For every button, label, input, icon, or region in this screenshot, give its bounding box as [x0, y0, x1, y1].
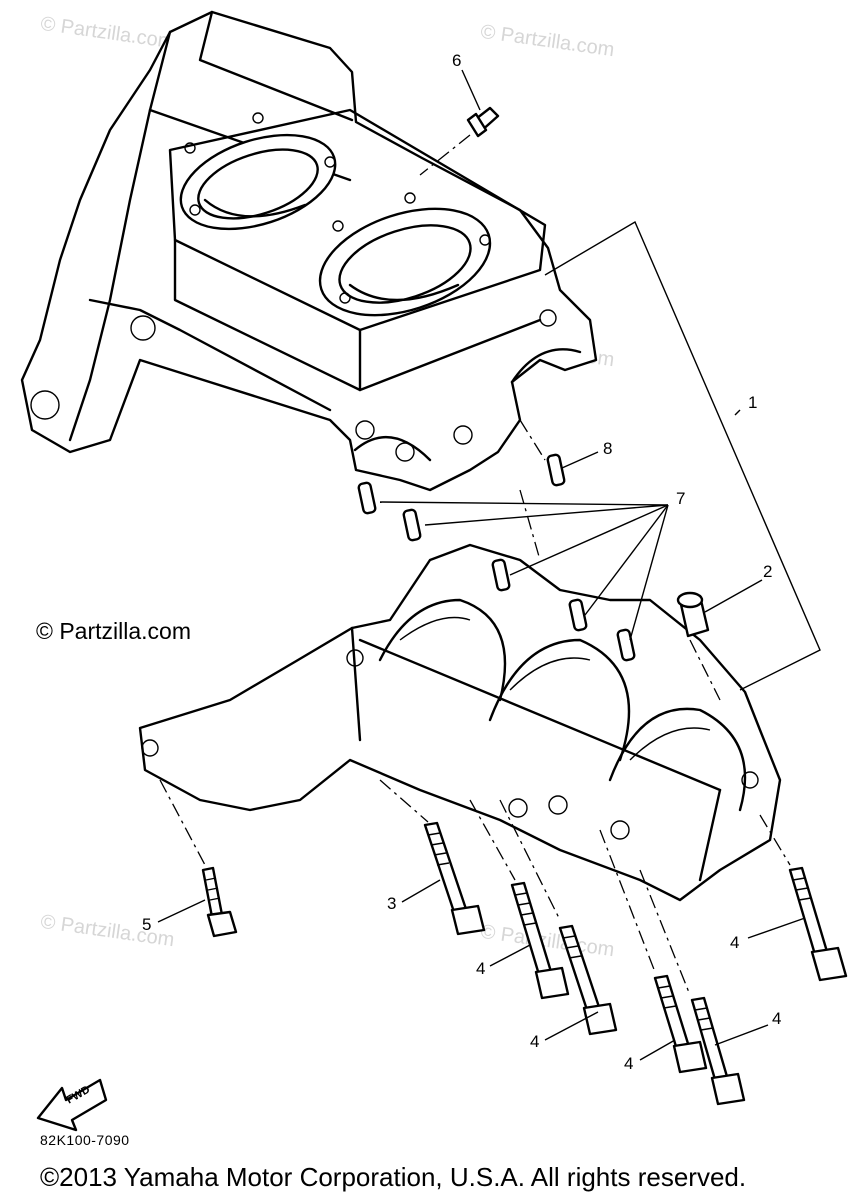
leader-lines: [157, 69, 821, 1061]
callout-7: 7: [676, 489, 686, 508]
callout-4: 4: [730, 933, 740, 952]
plug-cap: [676, 591, 710, 638]
partzilla-credit: © Partzilla.com: [36, 618, 191, 644]
upper-crankcase: [20, 10, 598, 492]
callout-5: 5: [142, 915, 152, 934]
alignment-lines: [159, 134, 791, 996]
callout-1: 1: [748, 393, 758, 412]
callout-8: 8: [603, 439, 613, 458]
callout-2: 2: [763, 562, 773, 581]
copyright-notice: ©2013 Yamaha Motor Corporation, U.S.A. A…: [40, 1162, 747, 1192]
callout-6: 6: [452, 51, 462, 70]
callout-4: 4: [530, 1032, 540, 1051]
part-code: 82K100-7090: [40, 1132, 130, 1148]
callout-3: 3: [387, 894, 397, 913]
bolts: [201, 821, 848, 1106]
callout-4: 4: [476, 959, 486, 978]
fwd-arrow-icon: [36, 1078, 108, 1132]
dowel-pins: [357, 453, 636, 662]
callout-4: 4: [624, 1054, 634, 1073]
callout-4: 4: [772, 1009, 782, 1028]
bolt-6: [466, 106, 500, 138]
